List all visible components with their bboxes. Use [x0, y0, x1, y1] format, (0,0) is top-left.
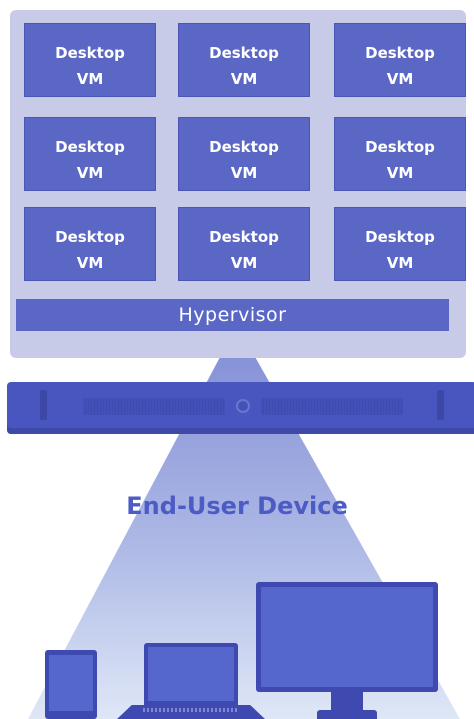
laptop-keyboard-base	[117, 705, 265, 719]
monitor-stand-foot	[317, 710, 377, 719]
laptop-icon	[144, 643, 238, 705]
rack-handle-right-icon	[437, 390, 444, 420]
vm-label-line1: Desktop	[55, 44, 125, 62]
laptop-screen	[148, 647, 234, 701]
vm-label-line1: Desktop	[209, 138, 279, 156]
vm-label-line2: VM	[386, 70, 414, 88]
hypervisor-bar: Hypervisor	[16, 299, 449, 331]
monitor-icon	[256, 582, 438, 692]
monitor-stand-neck	[331, 692, 363, 712]
rack-handle-left-icon	[40, 390, 47, 420]
tablet-icon	[45, 650, 97, 719]
vm-label-line2: VM	[386, 254, 414, 272]
vm-label-line2: VM	[76, 70, 104, 88]
laptop-keys	[143, 708, 239, 712]
vm-label-line2: VM	[76, 254, 104, 272]
vm-label-line2: VM	[386, 164, 414, 182]
vent-grille-left	[83, 398, 225, 415]
vm-label-line1: Desktop	[365, 228, 435, 246]
vm-label-line1: Desktop	[365, 138, 435, 156]
end-user-device-title: End-User Device	[126, 492, 348, 520]
power-button-icon	[236, 399, 250, 413]
monitor-screen	[261, 587, 433, 687]
vm-label-line2: VM	[230, 254, 258, 272]
tablet-screen	[49, 655, 93, 711]
vm-label-line2: VM	[76, 164, 104, 182]
vm-label-line1: Desktop	[55, 228, 125, 246]
vm-label-line1: Desktop	[209, 228, 279, 246]
vm-label-line1: Desktop	[209, 44, 279, 62]
vm-label-line1: Desktop	[55, 138, 125, 156]
hypervisor-label: Hypervisor	[178, 304, 287, 326]
server-rack-unit	[7, 382, 474, 434]
vent-grille-right	[261, 398, 403, 415]
vm-label-line2: VM	[230, 70, 258, 88]
vm-label-line2: VM	[230, 164, 258, 182]
vm-label-line1: Desktop	[365, 44, 435, 62]
